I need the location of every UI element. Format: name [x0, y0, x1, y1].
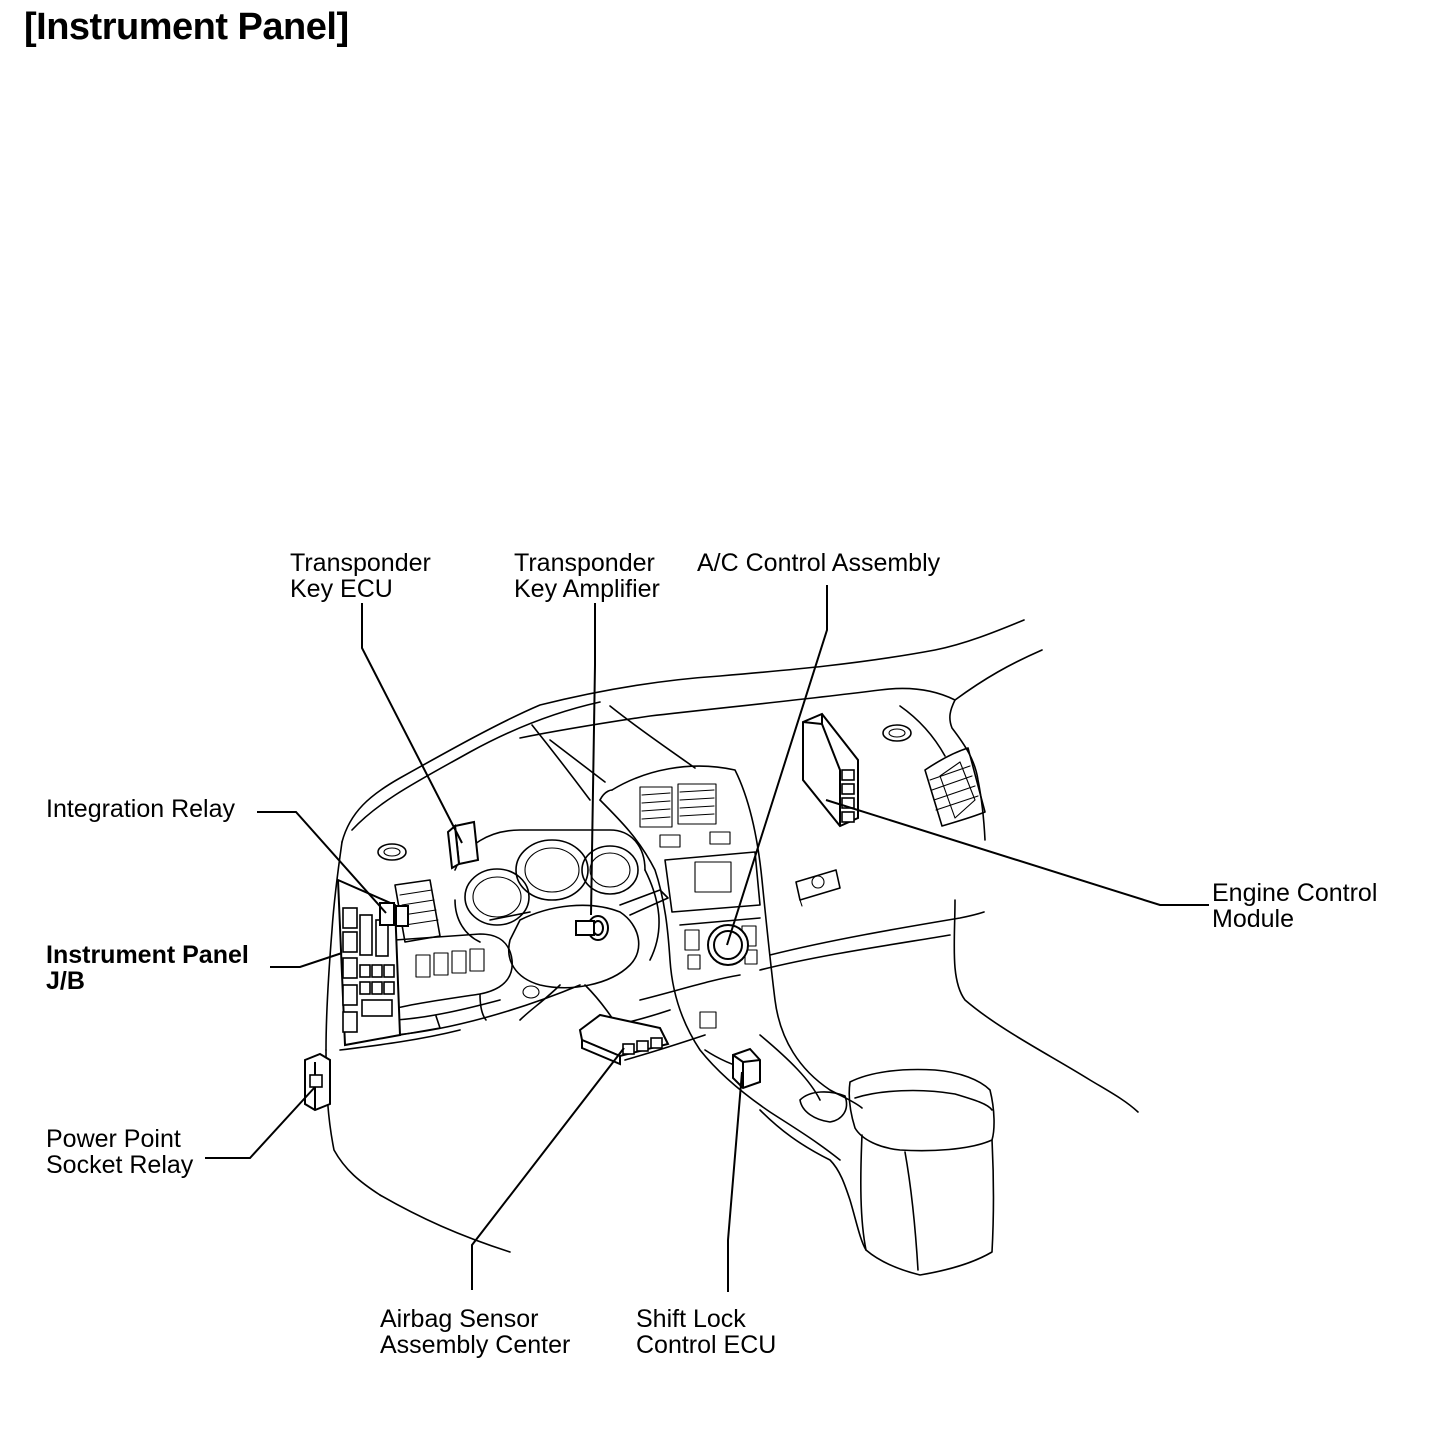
label-engine-control-module: Engine Control Module: [1212, 879, 1384, 933]
leader-instrument-panel-jb: [270, 952, 343, 968]
leader-power-point-socket-relay: [205, 1086, 316, 1159]
label-shift-lock-control-ecu: Shift Lock Control ECU: [636, 1305, 776, 1359]
integration-relay-illustration: [379, 902, 409, 927]
label-instrument-panel-jb: Instrument Panel J/B: [46, 941, 256, 995]
transponder-key-ecu-illustration: [446, 820, 480, 870]
label-transponder-key-amplifier: Transponder Key Amplifier: [514, 549, 662, 603]
leader-engine-control-module: [825, 799, 1209, 906]
leader-transponder-key-amplifier: [590, 603, 596, 916]
label-power-point-socket-relay: Power Point Socket Relay: [46, 1125, 194, 1179]
leader-shift-lock-control-ecu: [727, 1071, 743, 1292]
leader-transponder-key-ecu: [361, 603, 463, 844]
leader-integration-relay: [257, 811, 387, 914]
label-integration-relay: Integration Relay: [46, 795, 236, 823]
shift-lock-control-ecu-illustration: [732, 1047, 761, 1090]
page-title: [Instrument Panel]: [24, 6, 349, 48]
transponder-key-amplifier-illustration: [575, 915, 609, 941]
airbag-sensor-assembly-center-illustration: [578, 1013, 670, 1066]
dashboard-illustration: [325, 619, 1139, 1276]
leader-lines: [205, 585, 1209, 1292]
power-point-socket-relay-illustration: [304, 1052, 331, 1112]
leader-airbag-sensor-assembly-center: [471, 1047, 625, 1290]
label-transponder-key-ecu: Transponder Key ECU: [290, 549, 438, 603]
label-ac-control-assembly: A/C Control Assembly: [697, 549, 941, 577]
leader-ac-control-assembly: [726, 585, 828, 946]
engine-control-module-illustration: [802, 712, 859, 828]
label-airbag-sensor-assembly-center: Airbag Sensor Assembly Center: [380, 1305, 570, 1359]
